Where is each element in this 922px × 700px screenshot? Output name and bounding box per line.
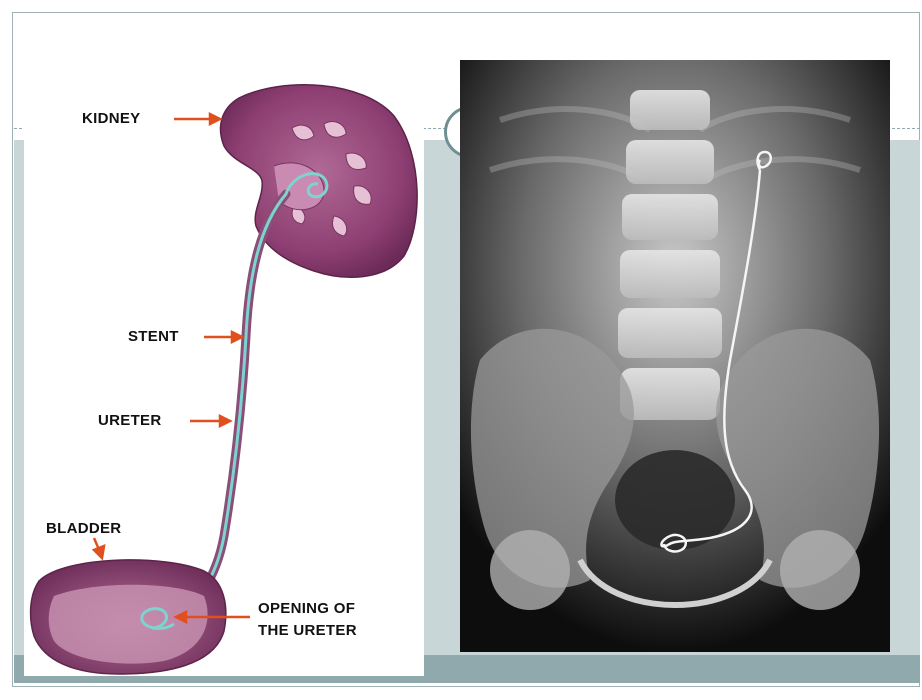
kidney-shape [220,85,417,277]
xray-image [460,60,890,652]
label-opening-line1: OPENING OF [258,600,355,617]
ureteral-stent-diagram: KIDNEY STENT URETER BLADDER OPENING OF T… [24,76,424,676]
label-ureter: URETER [98,412,161,429]
diagram-illustration [24,76,424,676]
label-opening-line2: THE URETER [258,622,357,639]
label-bladder: BLADDER [46,520,121,537]
xray-illustration [460,60,890,652]
label-stent: STENT [128,328,179,345]
label-kidney: KIDNEY [82,110,140,127]
